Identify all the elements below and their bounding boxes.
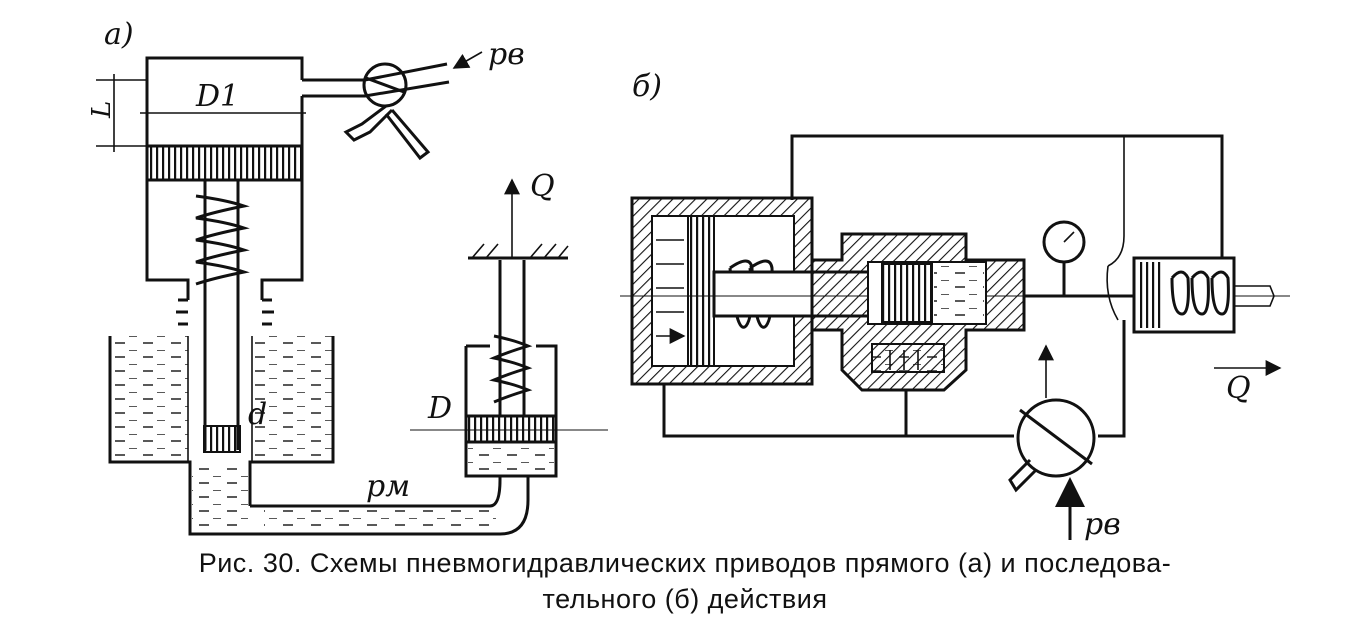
air-inlet-valve: pв [302,37,525,161]
valve-icon: pв [1008,344,1121,542]
spring-icon [195,194,250,286]
figure-caption-line-2: тельного (б) действия [542,584,828,614]
hydraulic-cylinder-b [810,232,1140,392]
label-pv-b: pв [1084,507,1121,542]
label-L: L [87,101,117,119]
label-pv-a: pв [488,37,525,72]
dimension-L: L [87,74,146,152]
panel-b-sequential-drive: б) [620,69,1290,542]
panel-b-label: б) [632,69,662,104]
pressure-gauge-icon [1042,220,1086,296]
figure-caption-line-1: Рис. 30. Схемы пневмогидравлических прив… [198,548,1172,578]
panel-a-label: а) [104,17,134,52]
pneumatic-cylinder [140,56,306,300]
piston-icon [145,144,304,182]
label-pm: pм [366,469,410,504]
panel-a-direct-drive: а) pв L D1 [87,17,608,536]
hydraulic-cylinder-a: Q D [410,169,608,478]
hydraulic-line: pм [250,469,530,536]
label-Q-b: Q [1226,371,1251,406]
label-D: D [427,391,452,426]
label-Q-a: Q [530,169,555,204]
label-D1: D1 [195,79,239,114]
label-d: d [248,397,267,432]
oil-tank: d [108,336,335,536]
output-actuator: Q [1106,256,1282,406]
